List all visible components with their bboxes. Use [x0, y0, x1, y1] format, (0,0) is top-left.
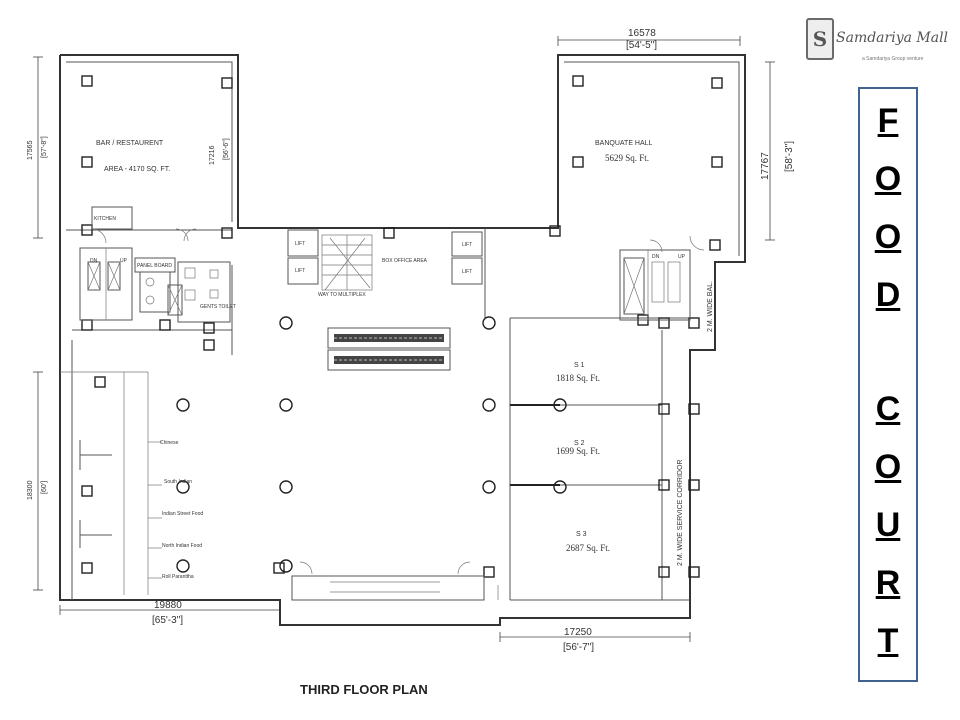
shop-1-name: S 1	[574, 362, 585, 369]
dim-right-mm: 17767	[760, 152, 771, 180]
lift-label-3: LIFT	[462, 242, 472, 248]
inner-wall	[66, 61, 233, 222]
dim-bottom-left-ft: [65'-3"]	[152, 615, 183, 626]
stair-up-label-right: UP	[678, 254, 686, 260]
dim-bottom-left-mm: 19880	[154, 600, 182, 611]
food-court-letter: O	[874, 160, 902, 198]
food-court-letter: U	[875, 506, 901, 544]
lift-label-2: LIFT	[295, 268, 305, 274]
food-court-letter: O	[874, 218, 902, 256]
escalators	[327, 327, 451, 371]
dim-left-mid-mm: 18300	[27, 480, 34, 500]
dim-bottom-right-ft: [56'-7"]	[563, 642, 594, 653]
stall-label-chinese: Chinese	[160, 440, 179, 446]
kitchen-label: KITCHEN	[94, 216, 116, 222]
stair-up-label: UP	[120, 258, 128, 264]
wide-bal-label: 2 M. WIDE BAL.	[707, 281, 714, 332]
dim-top-mm: 16578	[628, 28, 656, 39]
brand-logo: S Samdariya Mall a Samdariya Group ventu…	[800, 10, 952, 74]
plan-title: THIRD FLOOR PLAN	[300, 682, 428, 697]
stair-dn-label: DN	[90, 258, 98, 264]
stair-dn-label-right: DN	[652, 254, 660, 260]
exit-stair	[291, 561, 485, 601]
square-columns	[81, 75, 723, 578]
shop-2-name: S 2	[574, 440, 585, 447]
round-columns	[176, 316, 567, 573]
outer-wall	[59, 54, 746, 626]
way-to-multiplex-label: WAY TO MULTIPLEX	[318, 292, 366, 298]
shop-2-area: 1699 Sq. Ft.	[556, 446, 600, 456]
food-court-letter: C	[875, 390, 901, 428]
stall-label-street-food: Indian Street Food	[162, 511, 203, 517]
dim-left-top-mm: 17565	[27, 140, 34, 160]
dim-right-ft: [58'-3"]	[784, 141, 795, 172]
banquet-hall-area: 5629 Sq. Ft.	[605, 153, 649, 163]
shop-3-area: 2687 Sq. Ft.	[566, 543, 610, 553]
food-court-letter: D	[875, 276, 901, 314]
shop-1-area: 1818 Sq. Ft.	[556, 373, 600, 383]
food-court-letter: R	[875, 564, 901, 602]
service-corridor-label: 2 M. WIDE SERVICE CORRIDOR	[677, 460, 684, 566]
stall-label-north-indian: North Indian Food	[162, 543, 202, 549]
dim-left-mid-ft: [60']	[41, 481, 48, 494]
left-service-block	[79, 206, 231, 323]
right-service-block	[619, 235, 705, 321]
stall-partitions	[79, 440, 162, 579]
food-court-letter: O	[874, 448, 902, 486]
shop-3-name: S 3	[576, 531, 587, 538]
box-office-label: BOX OFFICE AREA	[382, 258, 428, 264]
dim-inner-mm: 17216	[209, 145, 216, 165]
logo-seal-letter: S	[812, 27, 828, 51]
logo-brand-name: Samdariya Mall	[836, 30, 949, 46]
lift-label-4: LIFT	[462, 269, 472, 275]
food-court-letter: T	[877, 622, 899, 660]
food-court-banner: F O O D C O U R T	[858, 87, 918, 682]
dim-bottom-right-mm: 17250	[564, 627, 592, 638]
logo-tagline: a Samdariya Group venture	[862, 56, 924, 62]
bar-restaurant-area: AREA - 4170 SQ. FT.	[104, 166, 170, 173]
shop-doors	[497, 404, 560, 600]
stall-label-roll: Roll Paranttha	[162, 574, 194, 580]
food-court-letter: F	[877, 102, 899, 140]
banquet-hall-label: BANQUATE HALL	[595, 140, 653, 147]
dim-inner-ft: [56'-6"]	[223, 138, 230, 160]
lift-block	[287, 229, 483, 291]
inner-wall-banquet	[564, 61, 740, 256]
dimension-lines	[33, 36, 775, 642]
lift-label-1: LIFT	[295, 241, 305, 247]
floor-plan: BAR / RESTAURENT AREA - 4170 SQ. FT. KIT…	[27, 28, 795, 697]
dim-top-ft: [54'-5"]	[626, 40, 657, 51]
stall-label-south-indian: South Indian	[164, 479, 192, 485]
bar-restaurant-label: BAR / RESTAURENT	[96, 140, 164, 147]
panel-board-label: PANEL BOARD	[137, 263, 172, 269]
dim-left-top-ft: [57'-8"]	[41, 136, 48, 158]
gents-toilet-label: GENTS TOILET	[200, 304, 236, 310]
logo-seal: S	[806, 18, 834, 60]
